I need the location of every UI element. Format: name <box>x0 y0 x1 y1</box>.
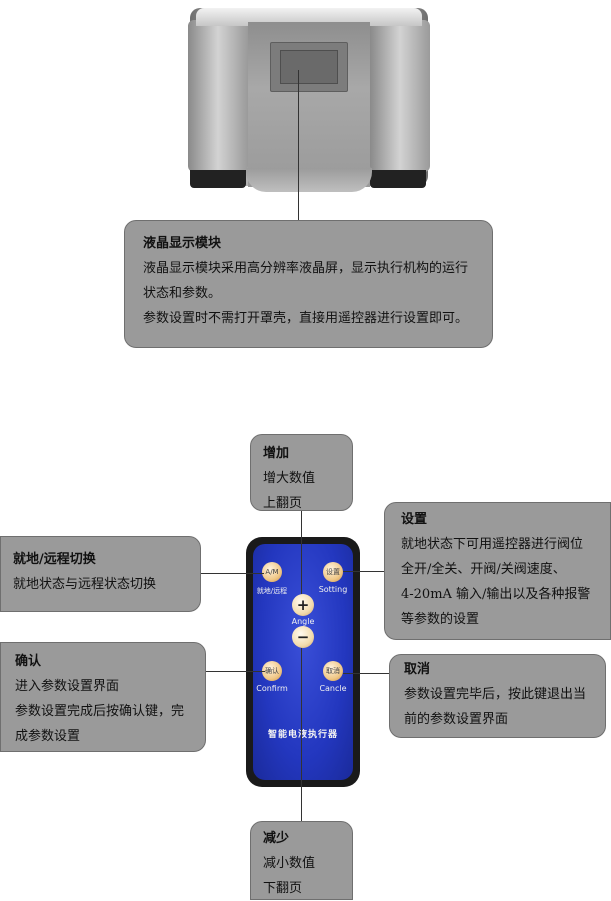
minus-button: − <box>292 626 314 648</box>
increase-leader-line <box>301 510 302 594</box>
lcd-callout-title: 液晶显示模块 <box>143 236 222 251</box>
module-right-foot <box>370 170 426 188</box>
confirm-leader-line <box>205 671 265 672</box>
local-remote-callout-title: 就地/远程切换 <box>13 552 96 567</box>
confirm-callout-line: 进入参数设置界面 <box>15 679 120 694</box>
am-button: A/M <box>262 562 282 582</box>
confirm-callout-line: 参数设置完成后按确认键，完 <box>15 704 185 719</box>
lcd-callout-line: 参数设置时不需打开罩壳，直接用遥控器进行设置即可。 <box>143 311 469 326</box>
settings-callout-line: 等参数的设置 <box>401 612 480 627</box>
decrease-leader-line <box>301 648 302 822</box>
lcd-callout-line: 状态和参数。 <box>143 286 222 301</box>
cancel-callout-line: 前的参数设置界面 <box>404 712 509 727</box>
local-remote-callout-line: 就地状态与远程状态切换 <box>13 577 157 592</box>
cancel-callout: 取消 参数设置完毕后，按此键退出当 前的参数设置界面 <box>389 654 606 738</box>
increase-callout-line: 上翻页 <box>263 496 303 511</box>
settings-button: 设置 <box>323 562 343 582</box>
settings-callout: 设置 就地状态下可用遥控器进行阀位 全开/全关、开阀/关阀速度、 4-20mA … <box>384 502 611 640</box>
lcd-callout-line: 液晶显示模块采用高分辨率液晶屏，显示执行机构的运行 <box>143 261 469 276</box>
plus-button: + <box>292 594 314 616</box>
confirm-button: 确认 <box>262 661 282 681</box>
increase-callout-line: 增大数值 <box>263 471 316 486</box>
settings-callout-title: 设置 <box>401 512 428 527</box>
am-label: 就地/远程 <box>256 587 288 595</box>
local-remote-leader-line <box>200 573 264 574</box>
decrease-callout-title: 减少 <box>263 831 290 846</box>
lcd-leader-line <box>298 70 299 222</box>
cancel-leader-line <box>343 673 389 674</box>
module-top-lip <box>196 8 422 26</box>
settings-callout-line: 4-20mA 输入/输出以及各种报警 <box>401 587 591 602</box>
increase-callout: 增加 增大数值 上翻页 <box>250 434 353 511</box>
settings-leader-line <box>343 571 385 572</box>
remote-title: 智能电液执行器 <box>267 730 338 740</box>
lcd-screen <box>280 50 338 84</box>
module-right-cap <box>370 20 430 172</box>
angle-label: Angle <box>291 617 315 626</box>
module-left-foot <box>190 170 246 188</box>
decrease-callout-line: 减小数值 <box>263 856 316 871</box>
module-left-cap <box>188 20 248 172</box>
cancel-callout-line: 参数设置完毕后，按此键退出当 <box>404 687 587 702</box>
settings-label: Sotting <box>318 585 348 594</box>
confirm-callout: 确认 进入参数设置界面 参数设置完成后按确认键，完 成参数设置 <box>0 642 206 752</box>
settings-callout-line: 全开/全关、开阀/关阀速度、 <box>401 562 566 577</box>
module-bottom <box>246 168 372 192</box>
increase-callout-title: 增加 <box>263 446 290 461</box>
local-remote-callout: 就地/远程切换 就地状态与远程状态切换 <box>0 536 201 612</box>
cancel-button: 取消 <box>323 661 343 681</box>
lcd-callout: 液晶显示模块 液晶显示模块采用高分辨率液晶屏，显示执行机构的运行 状态和参数。 … <box>124 220 493 348</box>
confirm-label: Confirm <box>256 684 288 693</box>
confirm-callout-line: 成参数设置 <box>15 729 81 744</box>
confirm-callout-title: 确认 <box>15 654 42 669</box>
settings-callout-line: 就地状态下可用遥控器进行阀位 <box>401 537 584 552</box>
decrease-callout: 减少 减小数值 下翻页 <box>250 821 353 900</box>
decrease-callout-line: 下翻页 <box>263 881 303 896</box>
cancel-callout-title: 取消 <box>404 662 431 677</box>
cancel-label: Cancle <box>319 684 347 693</box>
